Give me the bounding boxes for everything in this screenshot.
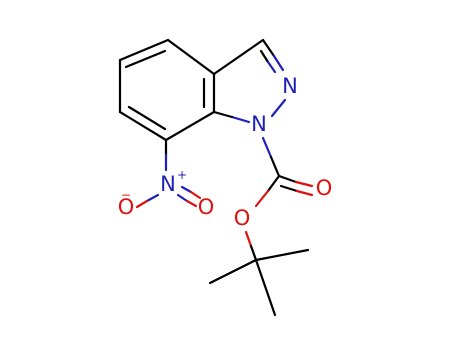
bond-cquat-ch3-bottom <box>254 258 277 317</box>
bond-c4-c5 <box>118 38 170 62</box>
charge-n-nitro: + <box>177 168 187 182</box>
bond-c3a-c3 <box>212 38 265 76</box>
bond-nnitro-oright-inner-b <box>189 190 202 200</box>
atom-o-nitro-left: O <box>118 195 135 219</box>
bond-nnitro-oright-a <box>176 193 189 203</box>
bond-n1-ccarbonyl-a <box>261 136 273 159</box>
bond-c4-c5-inner <box>124 49 167 69</box>
bond-c7-c7a <box>164 110 216 142</box>
charge-o-nitro-left: − <box>121 188 131 202</box>
bond-n2-n1 <box>270 98 287 118</box>
bond-ccarbonyl-oester-b <box>254 189 270 208</box>
bond-c3-n2-inner-b <box>266 60 277 74</box>
atom-o-ester: O <box>234 206 251 230</box>
bond-n1-c7a-a <box>230 115 251 124</box>
atom-o-nitro-right: O <box>198 195 215 219</box>
bond-n1-ccarbonyl-b <box>269 155 281 178</box>
bond-c6-c7-inner <box>127 105 167 131</box>
bond-nnitro-oleft-a <box>145 193 160 203</box>
bond-c3a-c4 <box>166 38 216 76</box>
bond-ccarbonyl-ocarbonyl-b <box>294 180 314 188</box>
atom-o-carbonyl: O <box>316 176 333 200</box>
bond-nnitro-oleft-b <box>135 199 149 209</box>
bond-c3-n2-b <box>272 54 285 72</box>
bond-nnitro-oright-inner-a <box>180 185 193 194</box>
bond-cquat-ch3-left <box>208 258 258 285</box>
bond-ccarbonyl-oester-a <box>266 174 281 193</box>
bond-ccarbonyl-ocarbonyl-inner-b <box>295 189 314 197</box>
bond-c3-n2-inner-a <box>259 49 270 64</box>
bond-c3-n2-a <box>261 38 276 58</box>
bond-n1-c7a-b <box>212 110 234 119</box>
bond-nnitro-oright-b <box>185 199 198 208</box>
bond-cquat-ch3-right <box>254 248 310 262</box>
bond-ccarbonyl-ocarbonyl-inner-a <box>279 184 299 193</box>
bond-oester-cquat-b <box>249 244 258 262</box>
atom-n-nitro: N <box>160 172 176 196</box>
bond-ccarbonyl-ocarbonyl-a <box>277 174 298 184</box>
atom-n-ring-2: N <box>282 74 298 98</box>
atom-n-ring-1: N <box>251 112 267 136</box>
bond-oester-cquat-a <box>244 230 253 248</box>
bond-c6-c7 <box>118 110 168 142</box>
